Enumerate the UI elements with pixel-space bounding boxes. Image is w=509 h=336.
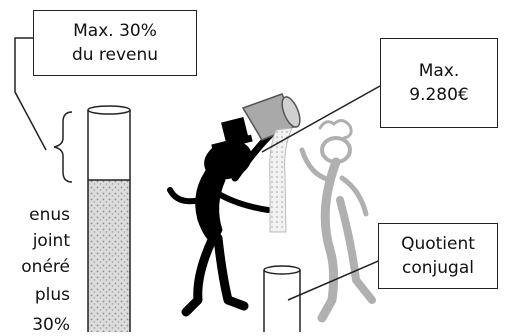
tall-cylinder — [88, 106, 130, 332]
callout-quotient: Quotient conjugal — [378, 223, 498, 289]
callout-max-amount: Max. 9.280€ — [380, 38, 498, 128]
side-text-line: enus — [29, 204, 70, 226]
ghost-figure — [302, 120, 372, 318]
side-text-line: onéré — [21, 256, 70, 278]
callout-max-amount-line2: 9.280€ — [409, 83, 468, 107]
callout-max-income: Max. 30% du revenu — [33, 10, 197, 76]
callout-max-income-line2: du revenu — [72, 43, 158, 67]
callout-quotient-line2: conjugal — [402, 256, 474, 280]
side-text-line: joint — [33, 230, 70, 252]
pouring-bucket — [243, 94, 303, 232]
callout-max-income-line1: Max. 30% — [73, 19, 157, 43]
callout-max-amount-line1: Max. — [419, 59, 460, 83]
leader-line-quotient — [288, 256, 390, 300]
callout-quotient-line1: Quotient — [401, 232, 475, 256]
side-text-line: plus — [35, 284, 70, 306]
side-text-line: 30% — [32, 314, 70, 336]
short-cylinder — [264, 266, 300, 332]
